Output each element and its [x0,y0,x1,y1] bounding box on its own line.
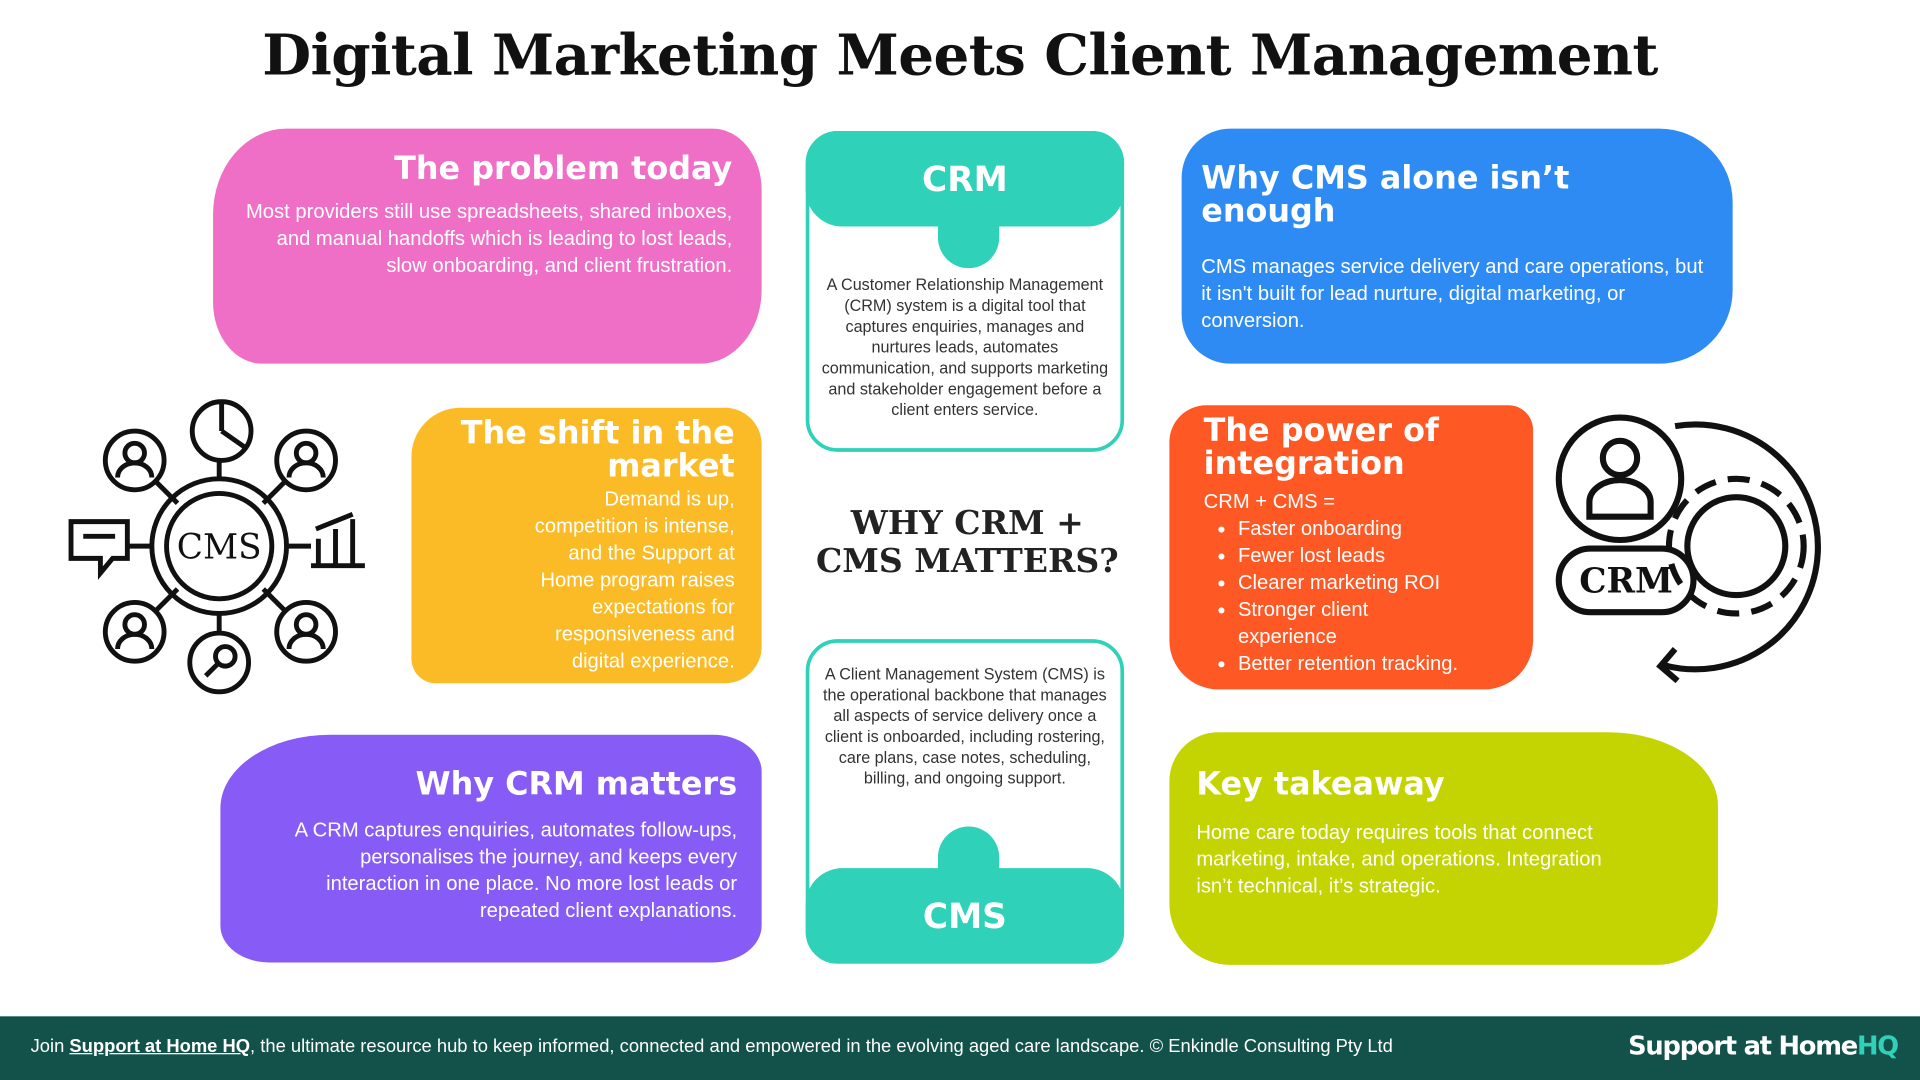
cms-alone-panel: Why CMS alone isn’t enough CMS manages s… [1181,128,1733,364]
footer-rest: , the ultimate resource hub to keep info… [250,1035,1393,1057]
integration-item: Stronger client experience [1238,596,1422,650]
problem-body: Most providers still use spreadsheets, s… [245,200,733,277]
cms-hub-icon: CMS [68,399,365,695]
logo-accent: HQ [1857,1031,1899,1061]
cms-hub-label: CMS [177,527,262,567]
logo-main: Support at Home [1628,1031,1858,1061]
problem-panel: The problem today Most providers still u… [213,128,762,364]
crm-card-body: A Customer Relationship Management (CRM)… [821,275,1109,419]
integration-heading: The power of integration [1203,412,1439,483]
footer-join: Join [30,1035,70,1057]
integration-item: Better retention tracking. [1238,650,1499,677]
page-title: Digital Marketing Meets Client Managemen… [262,22,1658,89]
footer: Join Support at Home HQ, the ultimate re… [0,1016,1920,1080]
crm-matters-heading: Why CRM matters [415,766,738,804]
problem-heading: The problem today [394,150,733,188]
crm-matters-body: A CRM captures enquiries, automates foll… [294,819,738,923]
integration-item: Clearer marketing ROI [1238,569,1499,596]
crm-card: CRM A Customer Relationship Management (… [805,131,1125,452]
footer-text: Join Support at Home HQ, the ultimate re… [31,1036,1393,1057]
cms-card-body: A Client Management System (CMS) is the … [823,664,1107,788]
takeaway-heading: Key takeaway [1196,766,1445,804]
crm-matters-panel: Why CRM matters A CRM captures enquiries… [220,734,762,963]
integration-equation: CRM + CMS = [1203,491,1336,514]
center-heading-line1: WHY CRM + [850,504,1084,543]
footer-link[interactable]: Support at Home HQ [69,1035,251,1057]
cms-card: A Client Management System (CMS) is the … [805,639,1125,964]
shift-panel: The shift in the market Demand is up, co… [411,407,762,684]
center-heading-line2: CMS MATTERS? [815,542,1119,581]
integration-item: Fewer lost leads [1238,542,1499,569]
takeaway-body: Home care today requires tools that conn… [1196,821,1602,898]
takeaway-panel: Key takeaway Home care today requires to… [1169,732,1718,965]
integration-panel: The power of integration CRM + CMS = Fas… [1169,405,1534,690]
brand-logo: Support at HomeHQ [1628,1031,1899,1061]
integration-item: Faster onboarding [1238,516,1499,543]
cms-card-label: CMS [805,868,1125,964]
crm-gear-icon: CRM [1555,414,1821,684]
crm-card-label: CRM [805,131,1125,227]
integration-list: Faster onboarding Fewer lost leads Clear… [1204,516,1499,678]
crm-badge-label: CRM [1579,562,1673,602]
shift-heading: The shift in the market [460,415,735,485]
center-heading: WHY CRM + CMS MATTERS? [808,504,1126,580]
cms-alone-body: CMS manages service delivery and care op… [1201,255,1704,332]
shift-body: Demand is up, competition is intense, an… [534,488,735,673]
cms-alone-heading: Why CMS alone isn’t enough [1201,160,1570,231]
